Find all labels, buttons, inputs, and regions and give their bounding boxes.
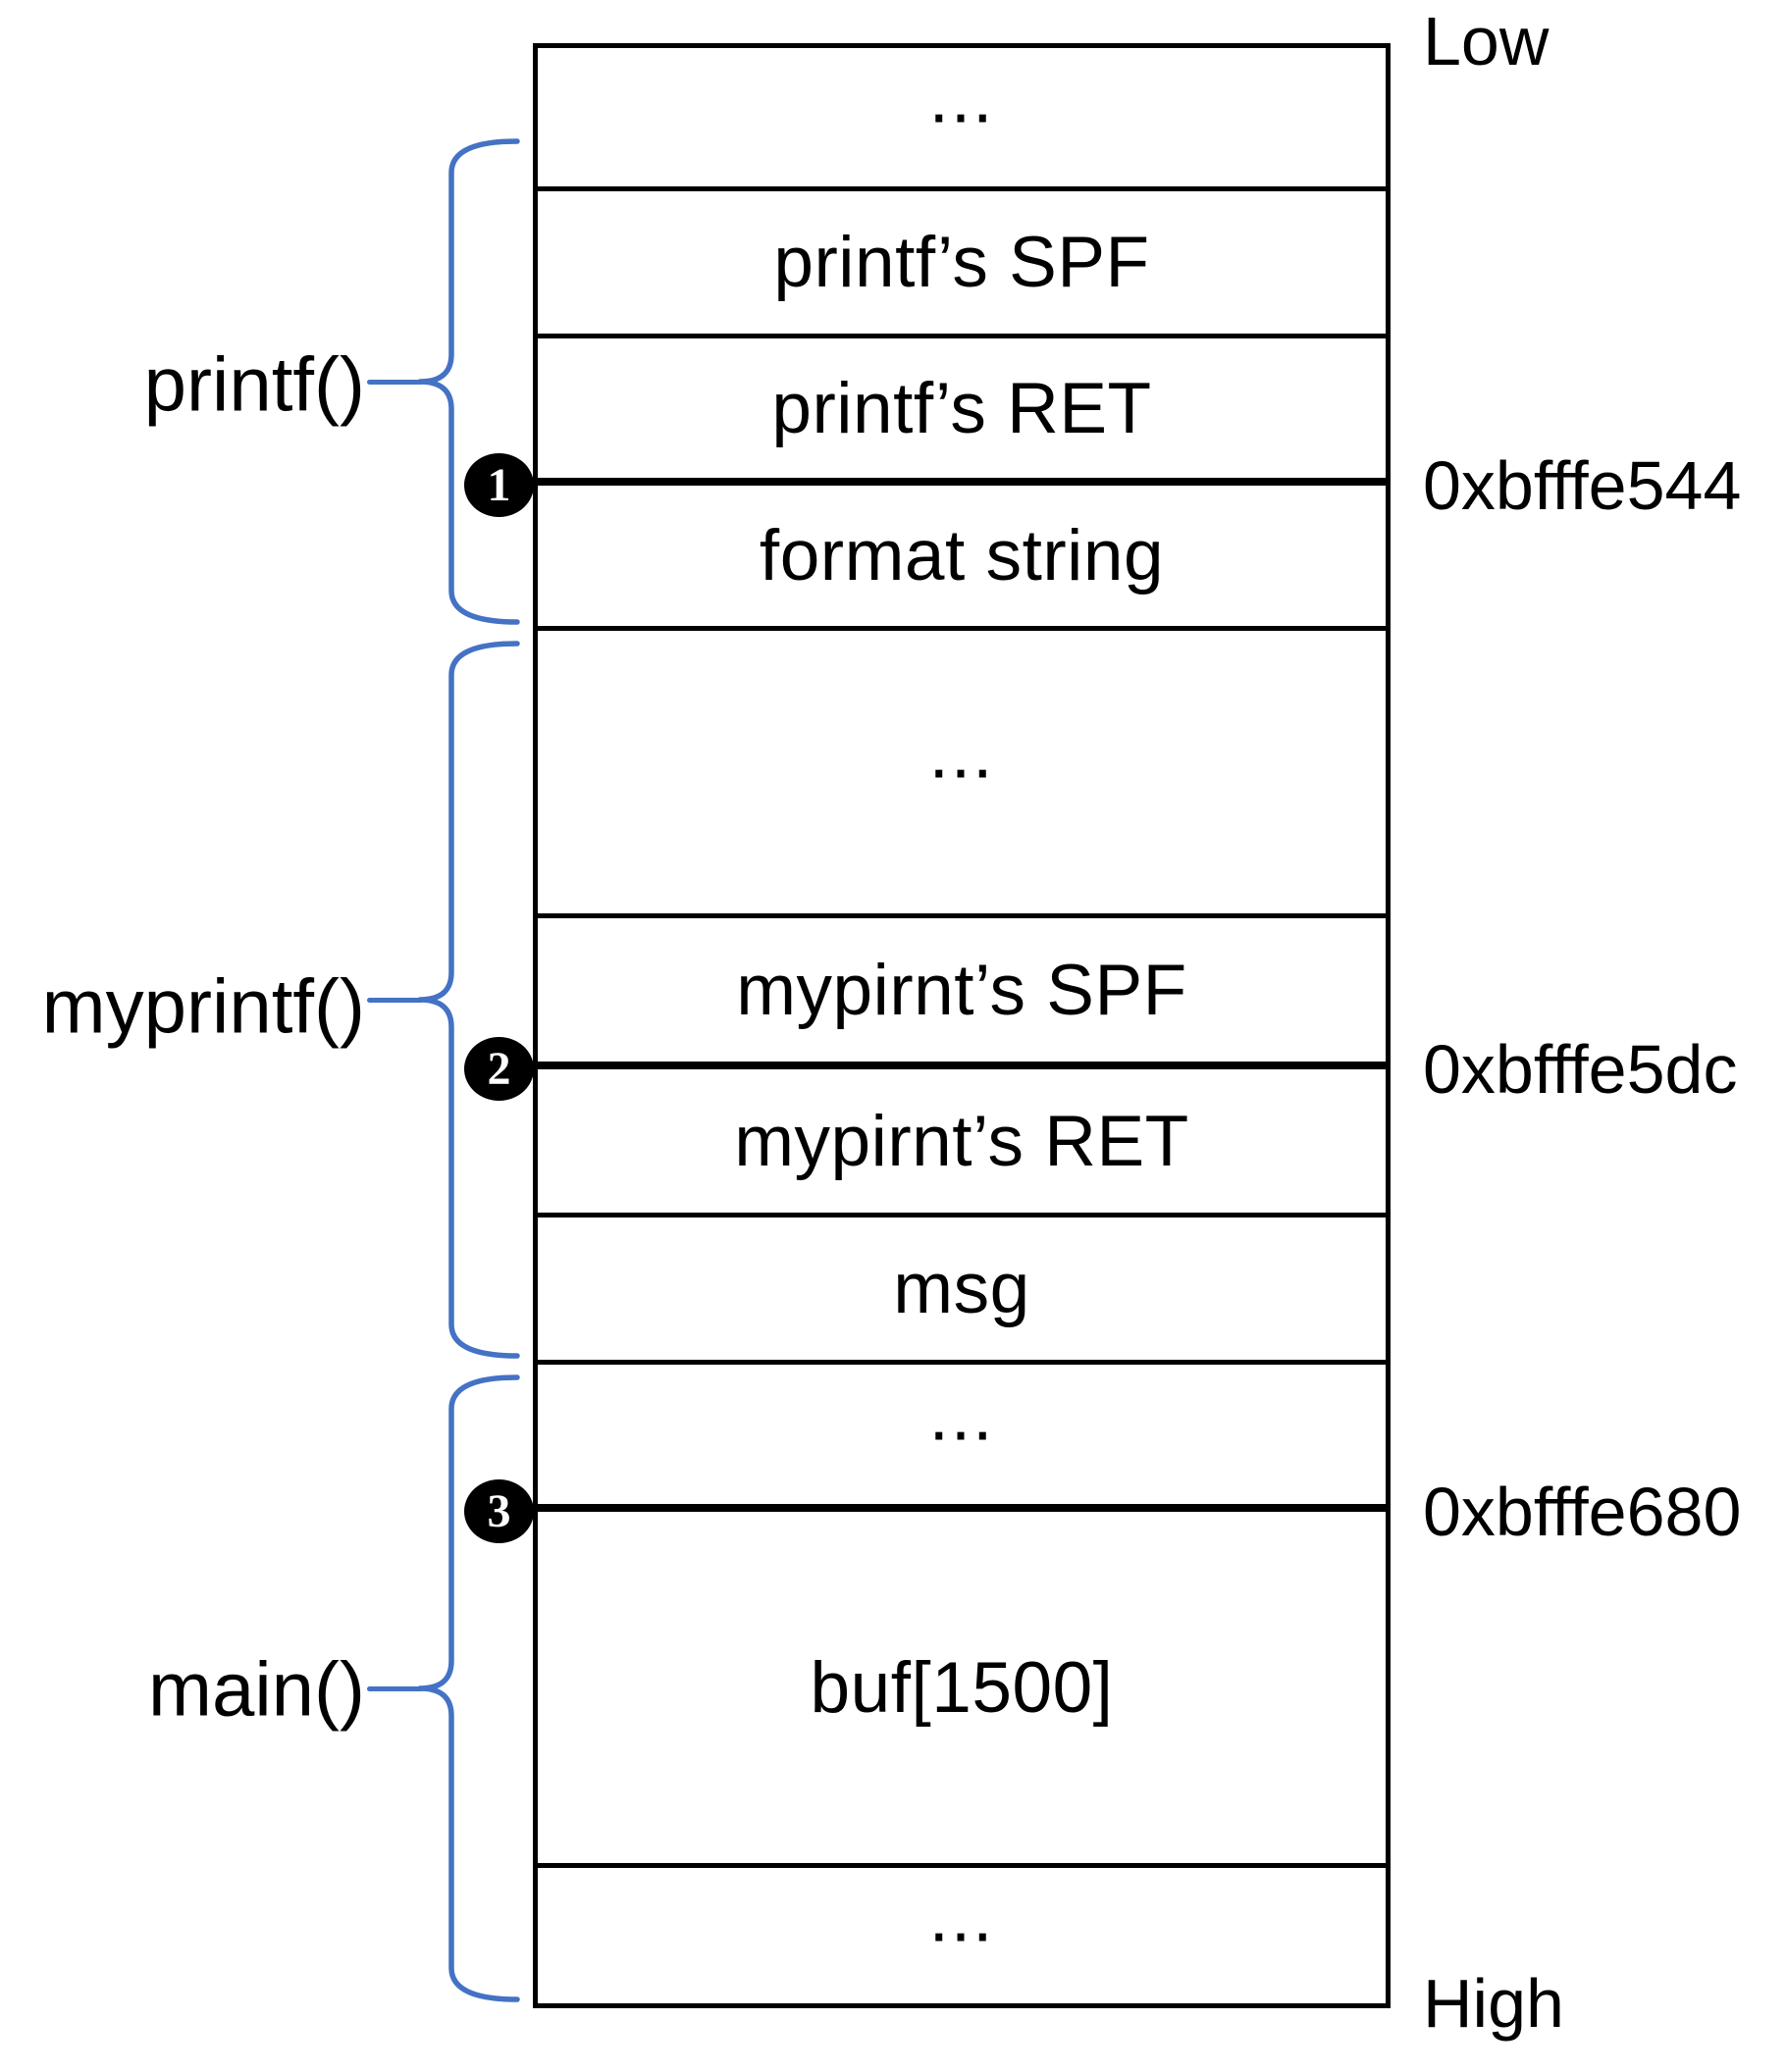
brace-myprintf-frame [417,641,520,1359]
cell-label: printf’s SPF [773,223,1150,302]
cell-label: printf’s RET [771,368,1152,448]
marker-circle-2: 2 [464,1037,534,1101]
cell-label: buf[1500] [810,1647,1114,1728]
marker-digit: 3 [487,1485,511,1537]
cell-label: mypirnt’s SPF [736,950,1187,1030]
brace-printf-frame [417,138,520,625]
address-label-bfffe544: 0xbfffe544 [1423,447,1742,524]
stack-cell-msg: msg [538,1217,1386,1365]
memory-direction-low: Low [1423,3,1550,79]
stack-cell-ellipsis-bottom: ... [538,1868,1386,2003]
connector-line-myprintf [367,998,424,1003]
cell-label: format string [759,516,1165,596]
stack-cell-ellipsis-mid: ... [538,631,1386,918]
ellipsis-text: ... [928,58,995,138]
ellipsis-text: ... [928,1876,995,1956]
cell-label: mypirnt’s RET [734,1101,1189,1181]
stack-cell-format-string: format string [538,486,1386,631]
marker-circle-1: 1 [464,453,534,517]
stack-cell-myprintf-spf: mypirnt’s SPF [538,918,1386,1069]
function-label-printf: printf() [143,340,365,428]
function-label-myprintf: myprintf() [41,962,365,1050]
stack-cell-printf-spf: printf’s SPF [538,191,1386,338]
cell-label: msg [893,1249,1030,1328]
memory-direction-high: High [1423,1965,1564,2042]
ellipsis-text: ... [928,1374,995,1455]
stack-box: ... printf’s SPF printf’s RET format str… [533,43,1391,2008]
stack-cell-myprintf-ret: mypirnt’s RET [538,1069,1386,1217]
marker-circle-3: 3 [464,1479,534,1543]
marker-digit: 1 [487,459,511,511]
ellipsis-text: ... [928,712,995,793]
brace-main-frame [417,1374,520,2002]
stack-cell-ellipsis-lower: ... [538,1365,1386,1512]
stack-cell-printf-ret: printf’s RET [538,338,1386,486]
connector-line-printf [367,380,424,385]
address-label-bfffe5dc: 0xbfffe5dc [1423,1031,1738,1108]
connector-line-main [367,1686,424,1691]
marker-digit: 2 [487,1043,511,1095]
function-label-main: main() [147,1645,365,1733]
address-label-bfffe680: 0xbfffe680 [1423,1474,1742,1550]
stack-cell-buf: buf[1500] [538,1512,1386,1868]
stack-cell-ellipsis-top: ... [538,48,1386,191]
